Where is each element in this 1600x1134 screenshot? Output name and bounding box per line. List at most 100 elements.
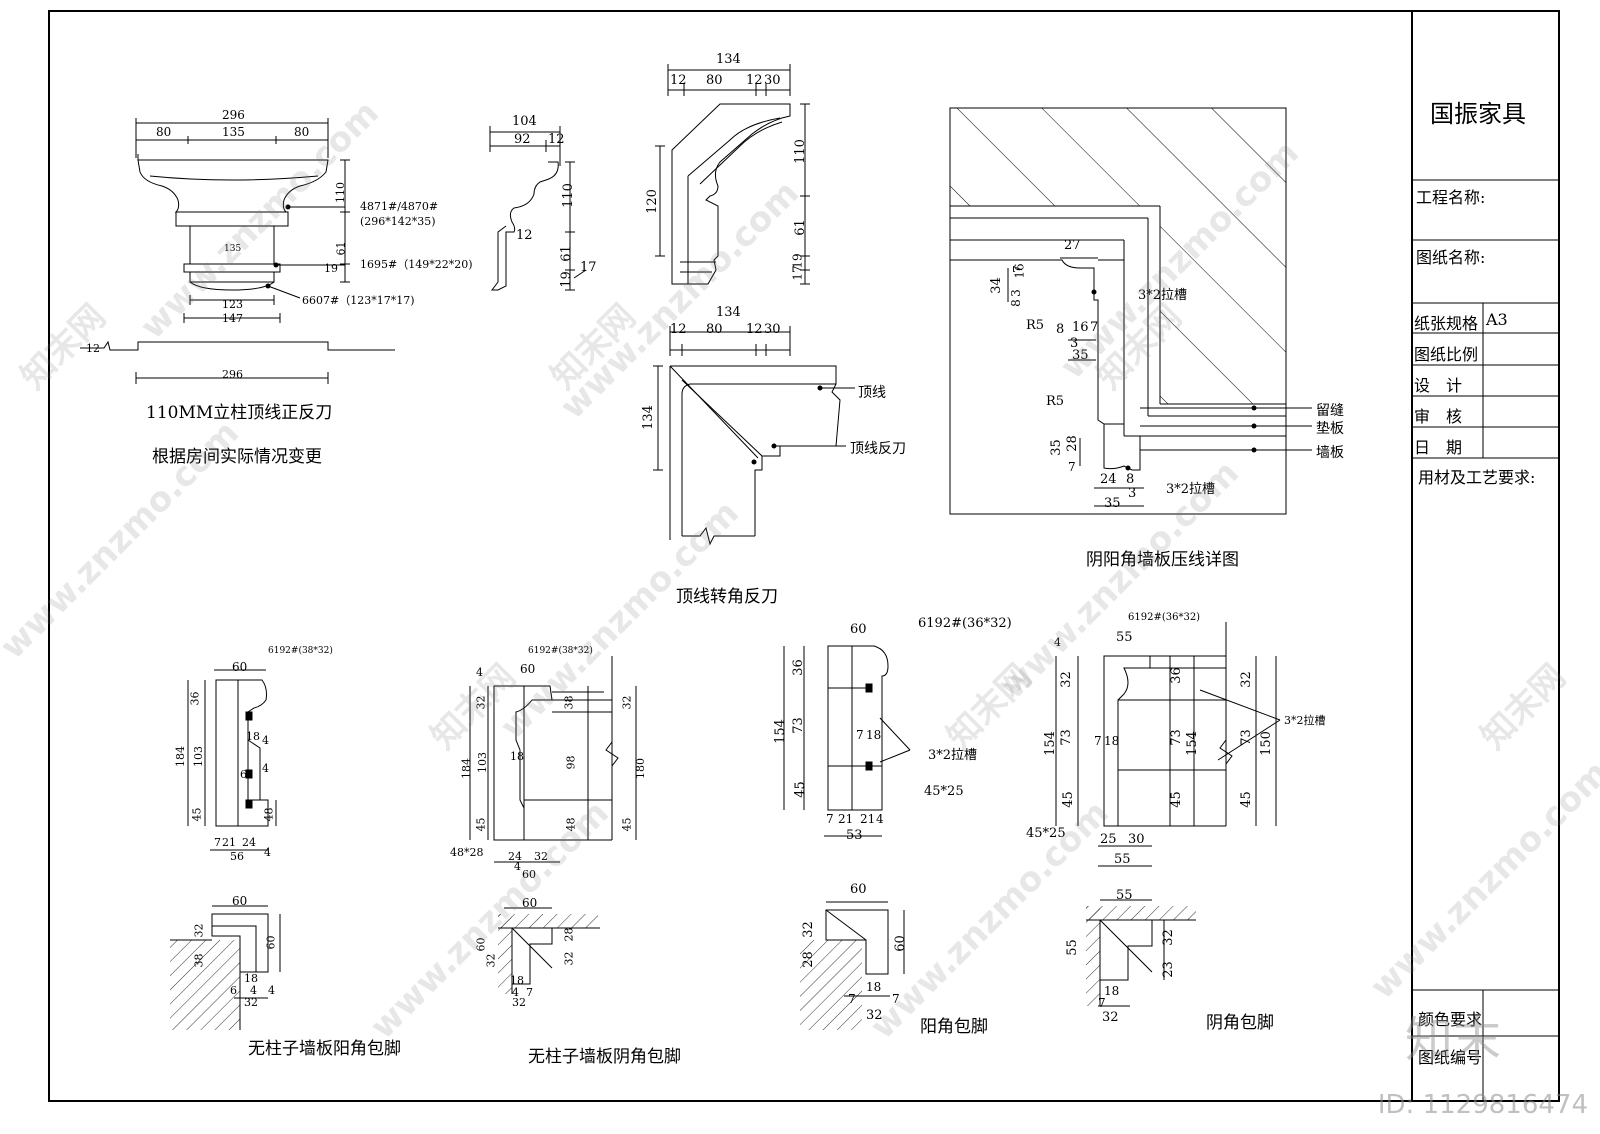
- dim-text: 6: [230, 984, 237, 997]
- dim-text: 45: [1060, 791, 1076, 808]
- dim-text: 32: [534, 850, 548, 863]
- dim-text: 60: [522, 868, 536, 881]
- dim-text: 80: [706, 322, 723, 337]
- dim-text: 18: [246, 730, 260, 743]
- dim-text: 32: [192, 923, 206, 938]
- dim-text: 27: [1064, 238, 1081, 253]
- drawing-name-label: 图纸名称:: [1416, 248, 1486, 267]
- dim-text: 12: [86, 342, 100, 355]
- groove-label: 3*2拉槽: [928, 748, 978, 763]
- dim-text: 134: [716, 52, 741, 67]
- dim-text: 30: [1128, 832, 1145, 847]
- dim-text: 45: [474, 817, 488, 832]
- dim-text: 6: [240, 768, 247, 781]
- dim-text: 36: [1168, 667, 1184, 684]
- dim-text: 135: [222, 125, 245, 139]
- title-block-lines: [1412, 179, 1559, 1101]
- part-label: 6192#(36*32): [918, 616, 1012, 631]
- dim-text: 56: [230, 850, 244, 863]
- dim-text: 12: [670, 73, 687, 88]
- dim-text: 80: [156, 125, 172, 139]
- dim-text: 19: [324, 262, 338, 275]
- dim-text: 7: [1094, 734, 1102, 748]
- part-label: 6192#(38*32): [528, 646, 593, 656]
- dim-text: 35: [1072, 348, 1089, 363]
- base-detail-4-drawing: [1055, 622, 1281, 867]
- dim-text: 18: [1104, 734, 1120, 748]
- dim-text: 12: [670, 322, 687, 337]
- dim-text: 123: [222, 298, 243, 311]
- crown-corner-markers: [751, 385, 823, 465]
- dim-text: 16: [1072, 320, 1089, 335]
- dim-text: 110: [334, 182, 347, 203]
- corner-plan-4: [1086, 899, 1196, 1007]
- dim-text: 19: [790, 253, 805, 269]
- dim-text: 4: [268, 984, 275, 997]
- caption-column-top: 110MM立柱顶线正反刀: [146, 403, 333, 423]
- caption-outer-base: 阳角包脚: [920, 1017, 988, 1037]
- dim-text: 32: [1160, 929, 1176, 946]
- column-top-drawing: [80, 118, 395, 384]
- dim-text: 92: [514, 132, 531, 147]
- corner-plan-1: [170, 905, 281, 1030]
- dim-text: 45: [620, 817, 634, 832]
- part-label: 1695#（149*22*20): [360, 258, 473, 271]
- dim-text: 48: [262, 807, 276, 822]
- base-detail-1-drawing: [187, 669, 277, 851]
- dim-text: 4: [262, 762, 269, 775]
- dim-text: 45: [1238, 791, 1254, 808]
- part-label: 45*25: [924, 784, 964, 799]
- part-label: 6607#（123*17*17): [302, 294, 415, 307]
- groove-label: 3*2拉槽: [1138, 288, 1188, 303]
- dim-text: 60: [264, 935, 278, 950]
- dim-text: 32: [1102, 1010, 1119, 1025]
- label-crown-reverse: 顶线反刀: [850, 441, 906, 457]
- scale-label: 图纸比例: [1414, 345, 1479, 364]
- dim-text: 104: [512, 114, 537, 129]
- dim-text: 80: [294, 125, 310, 139]
- crown-drawing: [655, 64, 810, 285]
- dim-text: 154: [1184, 731, 1200, 756]
- dim-text: 36: [188, 691, 202, 706]
- design-label: 设 计: [1414, 376, 1463, 395]
- dim-text: 32: [484, 953, 498, 968]
- paper-size-label: 纸张规格: [1414, 314, 1479, 333]
- dim-text: 3: [1008, 289, 1023, 297]
- dim-text: 28: [562, 927, 576, 942]
- dim-text: 24: [1100, 472, 1117, 487]
- dim-text: 32: [512, 996, 526, 1009]
- dim-text: 30: [764, 73, 781, 88]
- corner-plan-2: [498, 907, 600, 994]
- dim-text: 32: [474, 695, 488, 710]
- dim-text: 35: [1048, 439, 1064, 456]
- dim-text: 18: [866, 980, 882, 994]
- dim-text: 60: [520, 662, 536, 676]
- review-label: 审 核: [1414, 407, 1463, 426]
- column-top-markers: [265, 204, 291, 289]
- dim-text: 30: [764, 322, 781, 337]
- part-label: 6192#(38*32): [268, 646, 333, 656]
- dim-text: 55: [1116, 630, 1133, 645]
- dim-text: 18: [510, 750, 524, 763]
- dim-text: 7: [848, 992, 856, 1006]
- dim-text: 36: [790, 659, 806, 676]
- dim-text: 98: [564, 755, 578, 770]
- caption-column-note: 根据房间实际情况变更: [152, 447, 322, 467]
- dim-text: 21: [860, 812, 876, 826]
- outer-frame: [48, 10, 1560, 1102]
- dim-text: 7: [526, 986, 533, 999]
- dim-text: 60: [522, 896, 538, 910]
- dim-text: 34: [988, 277, 1004, 294]
- caption-panel-detail: 阴阳角墙板压线详图: [1086, 550, 1239, 570]
- dim-text: 134: [716, 305, 741, 320]
- dim-text: 4: [1054, 636, 1061, 649]
- dim-text: 3: [1070, 336, 1079, 351]
- base-detail-2-drawing: [469, 656, 637, 863]
- dim-text: 4: [514, 860, 521, 873]
- dim-text: 18: [244, 972, 258, 985]
- dim-text: 12: [746, 73, 763, 88]
- dim-text: 23: [1160, 961, 1176, 978]
- dim-text: R5: [1046, 394, 1065, 409]
- paper-size-value: A3: [1486, 310, 1508, 329]
